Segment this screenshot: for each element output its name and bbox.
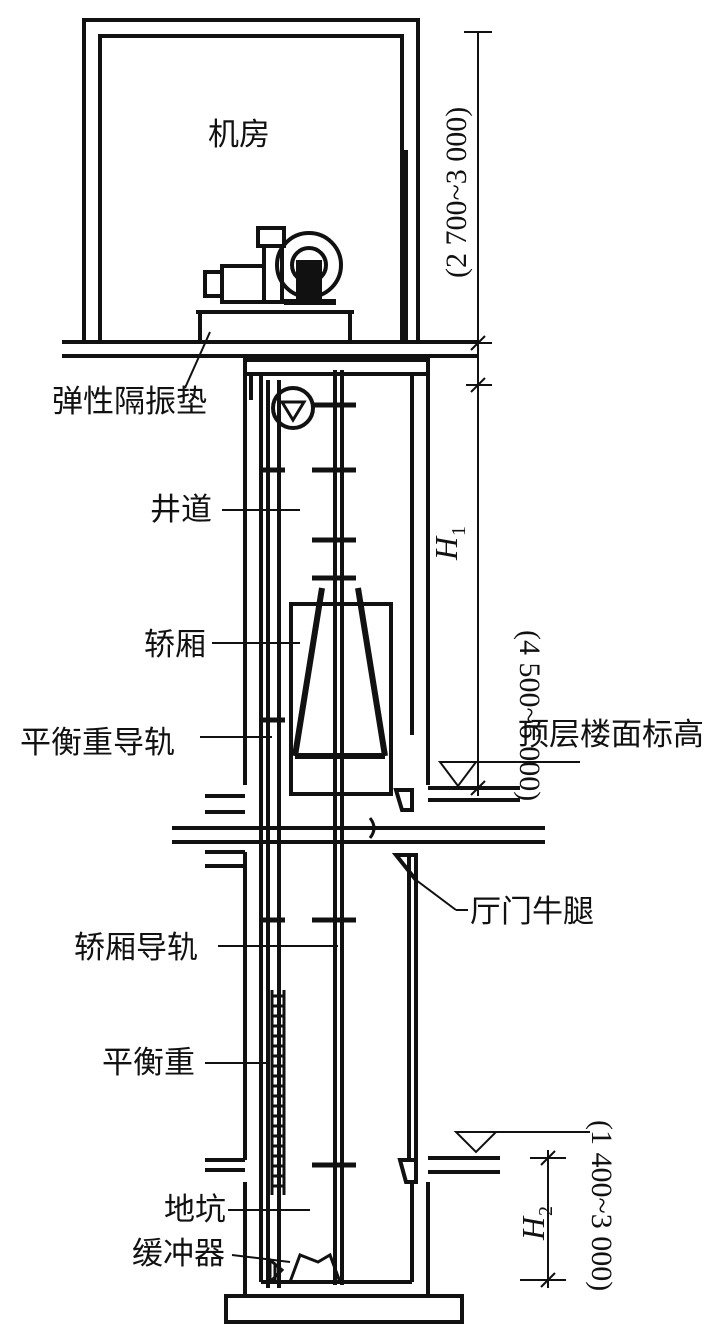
rail-brackets: [262, 402, 356, 1168]
hall-door-corbel-label: 厅门牛腿: [470, 894, 594, 930]
traction-machine: [196, 226, 354, 344]
h2-symbol: H 2: [515, 1206, 557, 1241]
isolation-pad-label: 弹性隔振垫: [52, 384, 207, 420]
leader-lines: [200, 509, 338, 1263]
hall-door-corbel: [391, 853, 468, 911]
pit-depth-dim: (1 400~3 000): [585, 1120, 618, 1291]
elevator-car: [289, 587, 393, 796]
lowest-floor-slab: [205, 1156, 500, 1184]
buffers: [268, 1252, 342, 1286]
counterweight-label: 平衡重: [102, 1045, 195, 1081]
buffer-label: 缓冲器: [132, 1236, 225, 1272]
isolation-pad-leader: [184, 331, 211, 389]
dimension-lines: [464, 31, 566, 1288]
top-floor-slab: [172, 786, 545, 868]
svg-text:H: H: [515, 1215, 551, 1241]
counterweight-block: [270, 990, 286, 1195]
machine-room-height-dim: (2 700~3 000): [440, 107, 473, 278]
h1-symbol: H 1: [428, 526, 470, 561]
deflector-sheave: [271, 386, 315, 430]
svg-text:1: 1: [448, 526, 470, 536]
hoistway-label: 井道: [150, 492, 212, 528]
svg-text:2: 2: [535, 1206, 557, 1216]
svg-text:H: H: [428, 535, 464, 561]
car-rail-label: 轿厢导轨: [74, 930, 198, 966]
overhead-height-dim: (4 500~6 000): [513, 630, 546, 801]
machine-room-walls: [82, 18, 420, 344]
pit-label: 地坑: [164, 1192, 226, 1228]
machine-room-floor: [62, 340, 478, 358]
top-floor-level-label: 顶层楼面标高: [518, 717, 704, 753]
hoistway-right-wall: [407, 356, 430, 1296]
top-floor-level-mark: [438, 761, 580, 788]
car-label: 轿厢: [144, 627, 206, 663]
machine-room-label: 机房: [208, 117, 270, 153]
pit: [224, 1280, 464, 1324]
counterweight-rail-label: 平衡重导轨: [20, 725, 175, 761]
lowest-floor-level-mark: [453, 1131, 590, 1154]
